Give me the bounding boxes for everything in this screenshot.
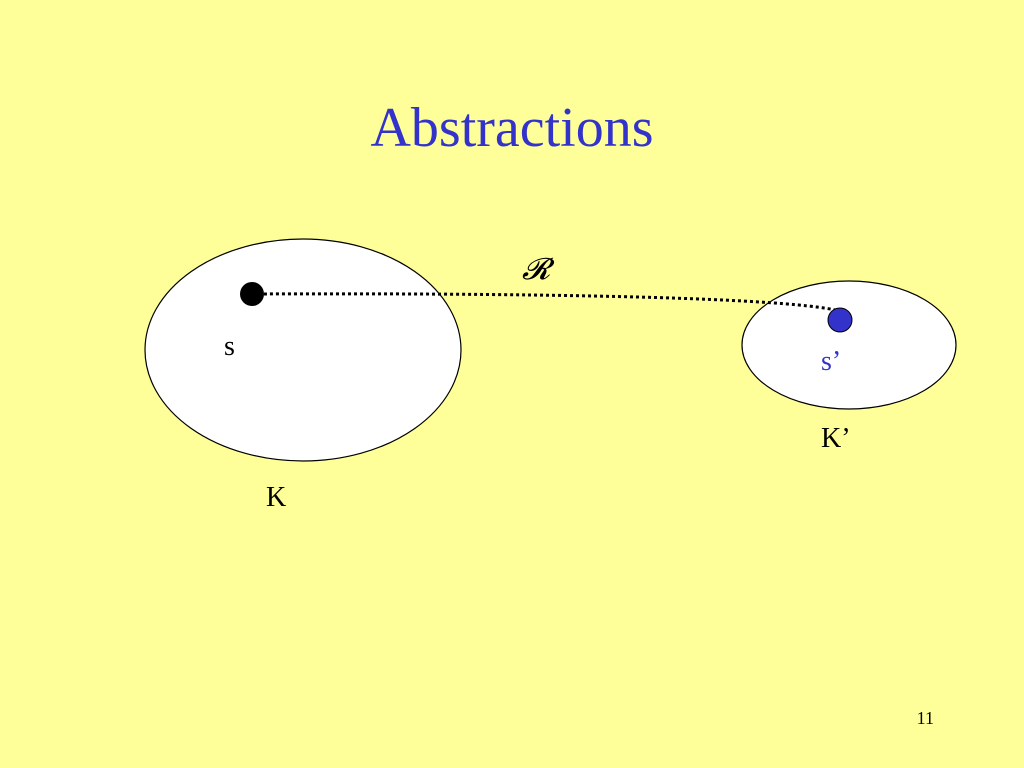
state-s-prime-dot <box>827 307 853 333</box>
state-s-dot <box>240 282 264 306</box>
state-s-prime-label: s’ <box>821 346 842 377</box>
structure-k-ellipse <box>144 238 462 462</box>
structure-k-prime-ellipse <box>741 280 957 410</box>
slide-title: Abstractions <box>370 97 654 159</box>
state-s-label: s <box>224 331 235 362</box>
structure-k-label: K <box>266 482 287 513</box>
relation-label: 𝓡 <box>522 252 551 287</box>
page-number: 11 <box>916 708 934 728</box>
structure-k-prime-label: K’ <box>821 423 851 454</box>
